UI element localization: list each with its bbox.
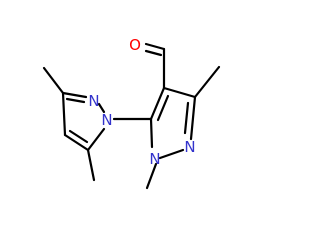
bond-n1prime-methyl [145, 162, 158, 190]
bond-c5-n1 [86, 127, 106, 152]
bond-c3-n2 [61, 91, 88, 99]
bond-c5prime-c4prime-double [156, 94, 170, 122]
bond-c3prime-n2prime-double [183, 101, 190, 135]
bond-n1-n2 [97, 102, 106, 114]
bond-c3prime-methyl [193, 65, 221, 99]
nitrogen-label-right-n1: N [149, 150, 160, 168]
bond-c5prime-c4prime [149, 86, 166, 121]
bond-c3prime-n2prime [189, 95, 197, 141]
bond-c4-c5-double [68, 129, 89, 144]
bond-c4prime-c3prime [162, 86, 197, 99]
structure-svg: O N N N N [42, 36, 221, 190]
bond-n2prime-n1prime [158, 148, 185, 160]
bond-c4-c5 [63, 133, 90, 152]
bond-n1prime-c5prime [149, 117, 154, 149]
nitrogen-label-left-n2: N [88, 92, 99, 110]
nitrogen-label-right-n2: N [184, 138, 195, 156]
bond-cho-o-double [144, 49, 163, 57]
bond-cho-o [144, 42, 166, 51]
nitrogen-label-left-n1: N [101, 111, 112, 129]
oxygen-label: O [129, 36, 141, 54]
molecule-diagram: O N N N N [42, 36, 221, 190]
bond-c3-n2-double [65, 97, 86, 104]
bond-methyl-c3 [42, 66, 65, 95]
bond-c3-c4 [61, 91, 67, 137]
bond-c5-methyl [86, 148, 96, 182]
